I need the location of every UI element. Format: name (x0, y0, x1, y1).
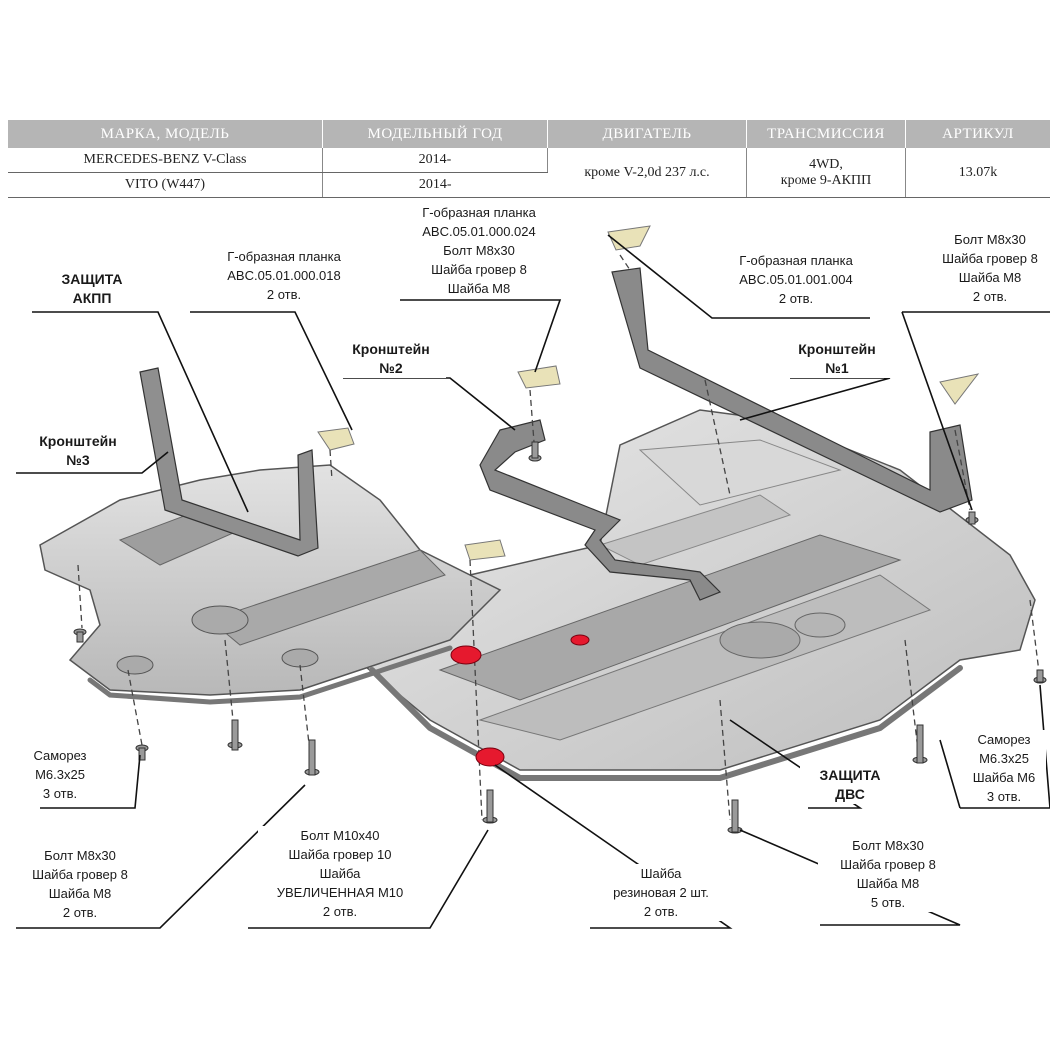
label-bracket-2: Кронштейн №2 (336, 340, 446, 378)
label-line: Г-образная планка (227, 249, 341, 264)
label-line: Саморез (977, 732, 1031, 747)
label-line: ЗАЩИТА (61, 271, 123, 287)
bracket-3 (139, 367, 319, 557)
label-bracket-1: Кронштейн №1 (782, 340, 892, 378)
label-screw-left: Саморез М6.3х25 3 отв. (20, 746, 100, 803)
label-line: Г-образная планка (422, 205, 536, 220)
cell-transmission: 4WD,кроме 9-АКПП (746, 148, 906, 198)
label-line: 2 отв. (322, 904, 358, 919)
label-line: 2 отв. (778, 291, 814, 306)
label-line: Шайба М8 (856, 876, 920, 891)
cell-model: VITO (W447) (8, 172, 323, 198)
label-line: Болт М10х40 (300, 828, 380, 843)
label-bolt-left: Болт М8х30 Шайба гровер 8 Шайба М8 2 отв… (14, 846, 146, 922)
header-transmission: ТРАНСМИССИЯ (746, 120, 906, 148)
header-engine: ДВИГАТЕЛЬ (547, 120, 747, 148)
rubber-washers (450, 634, 590, 767)
label-line: ABC.05.01.001.004 (739, 272, 853, 287)
label-line: Болт М8х30 (852, 838, 924, 853)
label-line: Шайба гровер 8 (942, 251, 1038, 266)
header-article: АРТИКУЛ (905, 120, 1050, 148)
label-screw-right: Саморез М6.3х25 Шайба М6 3 отв. (962, 730, 1046, 806)
label-plate-018: Г-образная планка ABC.05.01.000.018 2 от… (200, 247, 368, 304)
leader-lines (16, 234, 1050, 929)
label-line: АКПП (72, 290, 112, 306)
label-line: Шайба гровер 8 (840, 857, 936, 872)
transmission-line: 4WD, (809, 156, 843, 172)
label-line: М6.3х25 (979, 751, 1029, 766)
label-line: ABC.05.01.000.024 (422, 224, 536, 239)
label-line: ДВС (835, 786, 865, 802)
label-plate-024: Г-образная планка ABC.05.01.000.024 Болт… (395, 203, 563, 298)
label-line: ABC.05.01.000.018 (227, 268, 341, 283)
label-line: 3 отв. (42, 786, 78, 801)
label-line: 5 отв. (870, 895, 906, 910)
label-line: Кронштейн (352, 341, 430, 357)
label-rubber-washer: Шайба резиновая 2 шт. 2 отв. (596, 864, 726, 921)
label-bracket-3: Кронштейн №3 (18, 432, 138, 470)
label-line: Болт М8х30 (44, 848, 116, 863)
label-line: Кронштейн (39, 433, 117, 449)
cell-model: MERCEDES-BENZ V-Class (8, 148, 323, 173)
cell-engine: кроме V-2,0d 237 л.с. (547, 148, 747, 198)
transmission-line: кроме 9-АКПП (780, 172, 872, 188)
label-line: Шайба М8 (958, 270, 1022, 285)
label-line: Саморез (33, 748, 87, 763)
label-plate-004: Г-образная планка ABC.05.01.001.004 2 от… (712, 251, 880, 308)
cell-article: 13.07k (905, 148, 1050, 198)
label-line: УВЕЛИЧЕННАЯ М10 (276, 885, 404, 900)
label-line: 3 отв. (986, 789, 1022, 804)
label-line: Кронштейн (798, 341, 876, 357)
bracket-2 (479, 419, 722, 601)
label-line: Шайба М6 (972, 770, 1036, 785)
label-bolt-bottom-right: Болт М8х30 Шайба гровер 8 Шайба М8 5 отв… (818, 836, 958, 912)
label-line: 2 отв. (643, 904, 679, 919)
label-line: Шайба гровер 10 (288, 847, 392, 862)
header-year: МОДЕЛЬНЫЙ ГОД (322, 120, 548, 148)
label-akpp-guard: ЗАЩИТА АКПП (42, 270, 142, 308)
label-line: Шайба (640, 866, 682, 881)
label-line: Болт М8х30 (954, 232, 1026, 247)
transmission-guard-plate (39, 464, 502, 705)
label-line: №3 (66, 452, 90, 468)
cell-year: 2014- (322, 148, 548, 173)
l-plank (317, 225, 980, 561)
label-line: ЗАЩИТА (819, 767, 881, 783)
label-line: Шайба гровер 8 (32, 867, 128, 882)
label-line: М6.3х25 (35, 767, 85, 782)
label-line: Болт М8х30 (443, 243, 515, 258)
label-engine-guard: ЗАЩИТА ДВС (800, 766, 900, 804)
label-line: Шайба гровер 8 (431, 262, 527, 277)
cell-year: 2014- (322, 172, 548, 198)
label-line: резиновая 2 шт. (613, 885, 709, 900)
label-line: Шайба (319, 866, 361, 881)
label-line: Шайба М8 (48, 886, 112, 901)
label-line: Шайба М8 (447, 281, 511, 296)
label-line: 2 отв. (972, 289, 1008, 304)
label-bolt-m10: Болт М10х40 Шайба гровер 10 Шайба УВЕЛИЧ… (258, 826, 422, 921)
label-line: №2 (379, 360, 403, 376)
fasteners (73, 441, 1047, 834)
label-line: 2 отв. (62, 905, 98, 920)
label-bolt-top-right: Болт М8х30 Шайба гровер 8 Шайба М8 2 отв… (930, 230, 1050, 306)
label-line: 2 отв. (266, 287, 302, 302)
label-line: №1 (825, 360, 849, 376)
label-line: Г-образная планка (739, 253, 853, 268)
bracket-1 (611, 267, 973, 513)
spec-table: МАРКА, МОДЕЛЬ МОДЕЛЬНЫЙ ГОД ДВИГАТЕЛЬ ТР… (8, 120, 1050, 198)
header-model: МАРКА, МОДЕЛЬ (8, 120, 323, 148)
